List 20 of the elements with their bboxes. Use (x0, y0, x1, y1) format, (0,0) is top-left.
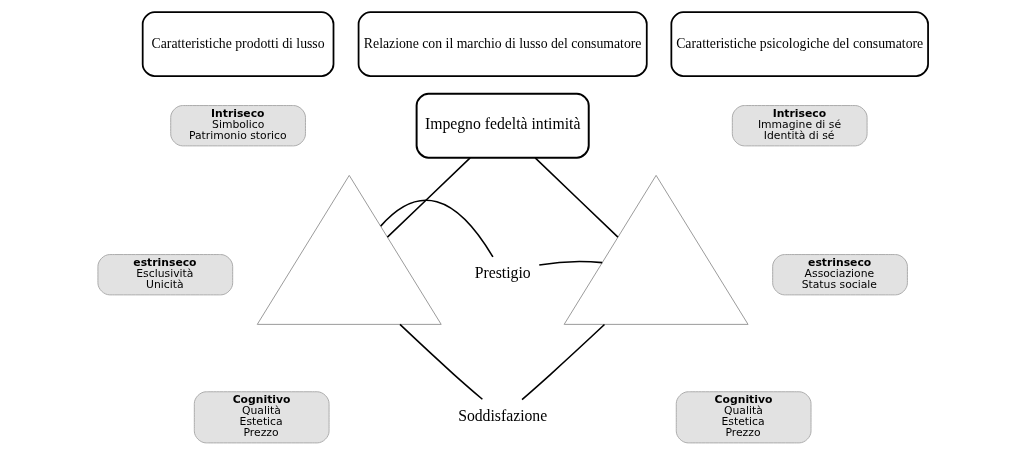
node-text: Prestigio (474, 264, 531, 282)
node-box: Cognitivo Qualità Estetica Prezzo (193, 391, 330, 444)
connector (520, 323, 605, 401)
node-text: Soddisfazione (457, 407, 547, 425)
connector (386, 157, 471, 238)
node-box: Intriseco Immagine di sé Identità di sé (731, 105, 868, 147)
connector (398, 323, 483, 401)
node-box: Caratteristiche prodotti di lusso (141, 11, 334, 77)
node-box: Relazione con il marchio di lusso del consumatore (357, 11, 648, 77)
node-triangle (256, 174, 442, 325)
node-box: Impegno fedeltà intimità (415, 92, 590, 159)
connector (537, 260, 603, 266)
node-box: estrinseco Associazione Status sociale (771, 254, 908, 296)
node-box: Cognitivo Qualità Estetica Prezzo (675, 391, 811, 444)
node-box: Intriseco Simbolico Patrimonio storico (169, 105, 306, 147)
connector (379, 199, 494, 258)
node-triangle (563, 174, 749, 325)
node-box: Caratteristiche psicologiche del consumatore (669, 11, 929, 77)
connector (533, 157, 619, 238)
node-box: estrinseco Esclusività Unicità (96, 254, 233, 296)
